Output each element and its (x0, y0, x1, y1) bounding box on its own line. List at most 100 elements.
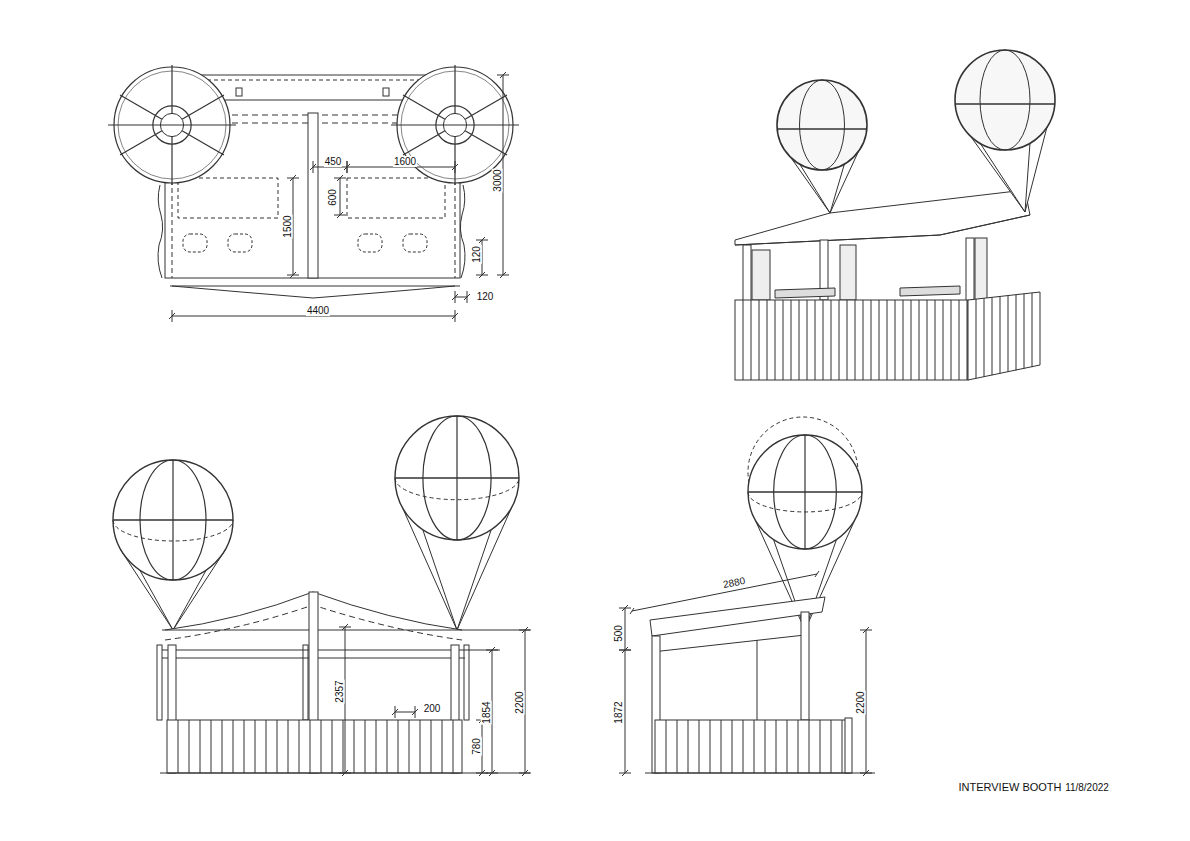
fence-slat (895, 300, 896, 380)
fence-slats (167, 720, 462, 773)
extension-line (347, 161, 348, 173)
fence-slat (831, 720, 832, 773)
extension-line (619, 650, 631, 651)
balloon-spoke (403, 131, 445, 155)
fence-slat (911, 300, 912, 380)
roof-edge (172, 80, 455, 81)
dimension-value: 120 (471, 245, 482, 264)
fence-slat (855, 300, 856, 380)
fence-slat (721, 720, 722, 773)
fence-slat (310, 720, 311, 773)
extension-line (476, 773, 488, 774)
fence-slat (1008, 296, 1009, 372)
balloon-spoke (120, 95, 162, 119)
fence-slat (255, 720, 256, 773)
dimension-line (452, 291, 470, 303)
fence-slat (1024, 294, 1025, 369)
curtain-wall (158, 185, 163, 278)
table-top (775, 288, 835, 298)
chair-outline (228, 234, 252, 252)
dimension-line (455, 297, 467, 298)
perspective-view (735, 50, 1055, 380)
balloon-spoke (171, 137, 172, 185)
fence-slat (871, 300, 872, 380)
balloon-frame (113, 460, 233, 630)
dimension-line (866, 630, 867, 773)
fence-slat (732, 720, 733, 773)
fence-slat (688, 720, 689, 773)
dimension-line (525, 630, 526, 773)
ground-line (160, 773, 530, 774)
fence-slat (365, 720, 366, 773)
balloon-rib (800, 164, 831, 213)
center-post-plan (308, 113, 318, 278)
fence-slat (791, 300, 792, 380)
dimension-value: 3000 (492, 168, 503, 192)
fence-slat (903, 300, 904, 380)
curtain-wall (460, 185, 465, 278)
extension-line (497, 275, 509, 276)
fence-slat (710, 720, 711, 773)
curtain (840, 245, 856, 300)
drawing-title: INTERVIEW BOOTH (957, 782, 1062, 793)
fence-panel (167, 720, 462, 773)
fence-slat (244, 720, 245, 773)
fence-slat (863, 300, 864, 380)
fence-slat (211, 720, 212, 773)
balloon-sphere (748, 435, 862, 549)
balloon-rib (980, 143, 1025, 212)
fence-slat (431, 720, 432, 773)
dimension-line (625, 608, 626, 650)
fence-panel (968, 292, 1040, 380)
fence-slats (735, 300, 968, 380)
roof-line (162, 630, 530, 631)
dimension-tick (630, 608, 634, 614)
balloon-sphere (395, 416, 519, 540)
fence-slat (759, 300, 760, 380)
fence-slat (927, 300, 928, 380)
fence-slat (1000, 296, 1001, 373)
balloon-spoke (391, 124, 519, 125)
extension-line (860, 773, 872, 774)
lamp-symbol (236, 88, 242, 96)
dimension-value: 2200 (855, 690, 866, 714)
balloon-frame (395, 416, 519, 630)
fence-slat (959, 300, 960, 380)
balloon-frame (777, 80, 867, 213)
fence-slat (935, 300, 936, 380)
extension-line (455, 161, 456, 173)
fence-slat (387, 720, 388, 773)
fence-slat (376, 720, 377, 773)
fence-slat (677, 720, 678, 773)
fence-slat (743, 720, 744, 773)
extension-line (395, 706, 396, 718)
fence-slat (809, 720, 810, 773)
dimension-line (293, 178, 294, 275)
fence-slat (288, 720, 289, 773)
roof-panel (650, 597, 825, 636)
post (801, 612, 809, 720)
fence-slat (754, 720, 755, 773)
dimension-value: 1600 (393, 156, 417, 167)
balloon-ring (955, 103, 1055, 104)
balloon-spoke (120, 131, 162, 155)
fence-slat (839, 300, 840, 380)
fence-slat (266, 720, 267, 773)
dimension-value: 2200 (514, 690, 525, 714)
balloon-spoke (465, 131, 507, 155)
extension-line (519, 773, 531, 774)
extension-line (334, 178, 346, 179)
balloon-ring (748, 492, 862, 512)
fence-slat (967, 300, 968, 380)
extension-line (619, 773, 631, 774)
balloon-rib (1025, 143, 1030, 212)
extension-line (334, 215, 346, 216)
fence-slat (984, 298, 985, 377)
balloon-spoke (454, 137, 455, 185)
extension-line (455, 310, 456, 322)
fence-slat (943, 300, 944, 380)
dimension-line (395, 712, 415, 713)
fence-slat (807, 300, 808, 380)
fence-slat (842, 720, 843, 773)
fence-slat (321, 720, 322, 773)
